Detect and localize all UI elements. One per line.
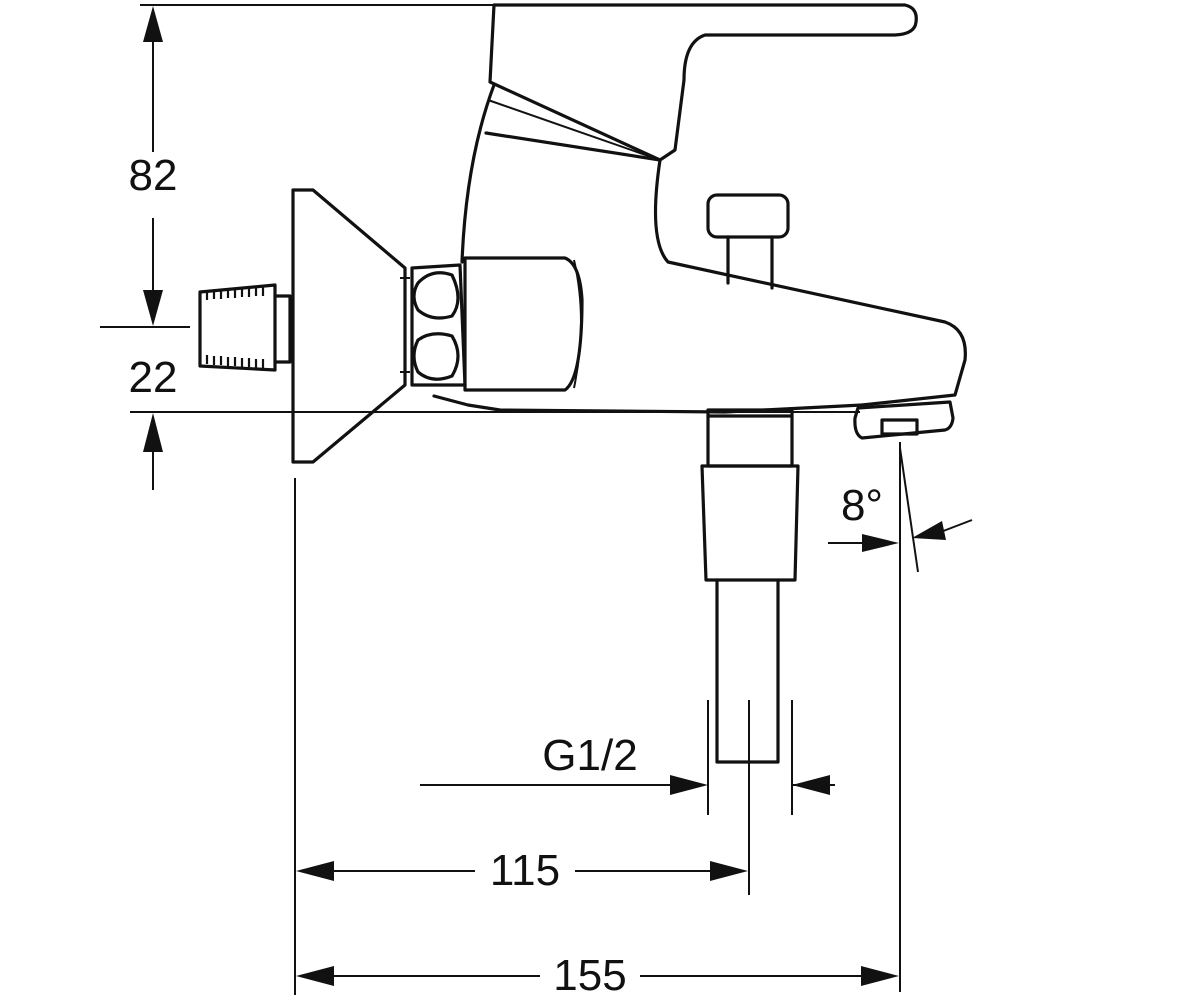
overall-length-label: 155 [553,951,626,1000]
outlet-distance-label: 115 [490,846,560,895]
overall-length-dimension [296,966,899,986]
arrow-155-right [861,966,899,986]
arrow-down-82 [143,290,163,326]
spout-body [432,83,967,414]
hex-union-nut [400,263,467,387]
arrow-thread-left [670,775,708,795]
arrow-up-82 [143,6,163,42]
hose-connector [700,408,800,764]
cylindrical-body [463,256,584,392]
arrow-angle-left [862,534,899,552]
height-dimension [100,4,860,490]
arrow-thread-right [792,775,830,795]
lever-handle [484,3,918,162]
aerator-outlet [853,400,955,440]
threaded-inlet-nipple [198,283,292,372]
arrow-up-22 [143,413,163,452]
wall-flange [291,188,407,464]
angle-label: 8° [841,481,883,530]
angle-dimension [828,442,973,992]
height-upper-label: 82 [129,151,178,200]
arrow-115-right [710,861,748,881]
arrow-angle-right [912,521,946,540]
thread-dimension [420,700,835,815]
arrow-115-left [296,861,334,881]
diverter-knob [706,193,790,290]
thread-label: G1/2 [542,731,637,780]
height-lower-label: 22 [129,353,178,402]
arrow-155-left [296,966,334,986]
outlet-distance-dimension [294,478,750,995]
